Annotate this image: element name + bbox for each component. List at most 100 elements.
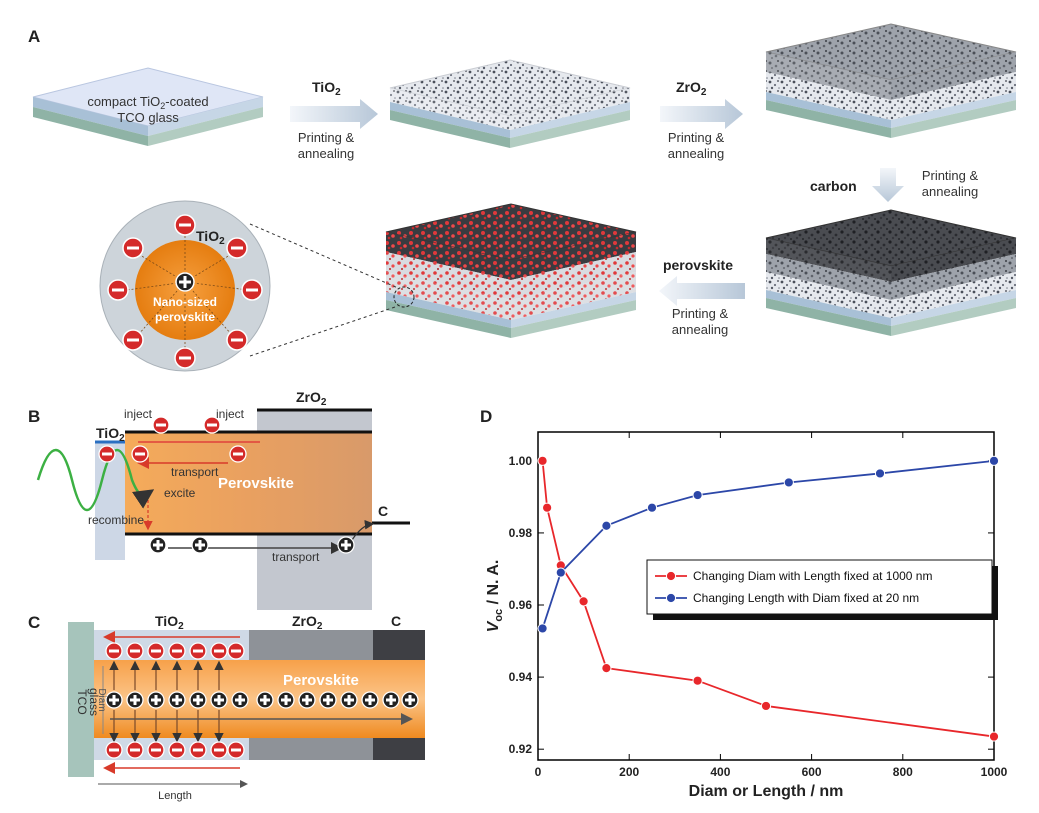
legend-label: Changing Length with Diam fixed at 20 nm: [693, 591, 919, 605]
electron-icon: [122, 237, 144, 259]
step2-material: ZrO2: [676, 79, 707, 98]
data-point: [692, 675, 703, 686]
hole-icon: [277, 691, 295, 709]
step1-process-line1: Printing &: [298, 130, 355, 145]
x-tick-label: 200: [619, 765, 639, 779]
data-point: [692, 489, 703, 501]
data-point: [988, 455, 1000, 466]
step2-process-line2: annealing: [668, 146, 724, 161]
x-axis-label: Diam or Length / nm: [689, 783, 844, 800]
x-tick-label: 1000: [981, 765, 1008, 779]
step1-process-line2: annealing: [298, 146, 354, 161]
perovskite-filled-slab: [385, 203, 637, 338]
nanoparticle-inset: TiO2 Nano-sized perovskite: [99, 200, 271, 372]
y-axis-label: Voc / N. A.: [485, 560, 505, 633]
legend-marker: [665, 570, 677, 582]
panel-c: C: [28, 613, 425, 802]
vertical-transfer-arrows: [109, 660, 224, 743]
carbon-coated-slab: [765, 209, 1017, 336]
electron-icon: [131, 445, 149, 463]
electron-icon: [189, 642, 207, 660]
excite-label: excite: [164, 486, 196, 500]
zro2-layer-label: ZrO2: [292, 613, 323, 632]
electron-icon: [105, 741, 123, 759]
process-arrow-3: carbon Printing & annealing: [810, 168, 979, 202]
data-point: [542, 502, 553, 513]
data-point: [601, 662, 612, 674]
y-tick-label: 0.92: [509, 742, 533, 756]
electron-icon: [174, 214, 196, 236]
x-tick-label: 600: [802, 765, 822, 779]
tio2-layer-label: TiO2: [155, 613, 184, 632]
hole-icon: [210, 691, 228, 709]
electron-icon: [152, 416, 170, 434]
data-point: [988, 731, 1000, 742]
hole-icon: [191, 536, 209, 554]
step3-material: carbon: [810, 178, 857, 194]
series-line-1: [541, 459, 995, 629]
inset-core-label-2: perovskite: [155, 310, 215, 324]
hole-icon: [126, 691, 144, 709]
perovskite-region: [125, 432, 372, 534]
panel-b: B ZrO2 TiO2 inject inject transport exci…: [28, 389, 410, 610]
hole-extract-arrow: [351, 519, 375, 541]
y-tick-label: 0.96: [509, 598, 533, 612]
step3-process-line1: Printing &: [922, 168, 979, 183]
hole-icon: [147, 691, 165, 709]
process-arrow-4: perovskite Printing & annealing: [659, 257, 745, 337]
step1-material: TiO2: [312, 79, 341, 98]
hole-icon: [175, 272, 195, 292]
panel-a-label: A: [28, 27, 40, 46]
electron-icon: [105, 642, 123, 660]
hole-icon: [231, 691, 249, 709]
transport-label-electrons: transport: [171, 465, 219, 479]
electron-icon: [147, 642, 165, 660]
hole-icon: [189, 691, 207, 709]
hole-icon: [340, 691, 358, 709]
data-point: [601, 520, 612, 531]
data-point: [760, 700, 772, 712]
length-label: Length: [158, 790, 192, 802]
hole-icon: [319, 691, 337, 709]
hole-icon: [337, 536, 355, 554]
data-point: [874, 468, 886, 479]
electron-icon: [226, 329, 248, 351]
hole-icon: [149, 536, 167, 554]
data-point: [555, 567, 566, 578]
zro2-label: ZrO2: [296, 389, 327, 408]
light-wave: [36, 448, 155, 512]
electron-icon: [98, 445, 116, 463]
y-tick-label: 1.00: [509, 454, 533, 468]
carbon-label: C: [378, 503, 388, 519]
electron-icon: [226, 237, 248, 259]
hole-row: [105, 691, 419, 709]
glass-label-line1: compact TiO2-coated: [87, 94, 208, 111]
zoom-connector-top: [249, 223, 399, 289]
tco-glass-label-2: glass: [87, 688, 101, 716]
panel-b-label: B: [28, 407, 40, 426]
inject-label-1: inject: [124, 407, 153, 421]
step4-process-line1: Printing &: [672, 306, 729, 321]
recombine-label: recombine: [88, 513, 144, 527]
inset-electrons: [107, 214, 263, 369]
electron-icon: [241, 279, 263, 301]
electron-icon: [107, 279, 129, 301]
hole-icon: [298, 691, 316, 709]
tio2-label: TiO2: [96, 425, 125, 444]
electron-icon: [203, 416, 221, 434]
x-tick-label: 0: [535, 765, 542, 779]
electron-icon: [229, 445, 247, 463]
hole-icon: [382, 691, 400, 709]
data-point: [783, 477, 794, 488]
electron-icon: [122, 329, 144, 351]
tco-glass-label-1: TCO: [75, 689, 89, 714]
step2-process-line1: Printing &: [668, 130, 725, 145]
y-tick-label: 0.98: [509, 526, 533, 540]
inset-tio2-label: TiO2: [196, 228, 225, 247]
step4-material: perovskite: [663, 257, 733, 273]
diam-label: Diam: [96, 688, 107, 711]
x-tick-label: 400: [710, 765, 730, 779]
hole-icon: [105, 691, 123, 709]
